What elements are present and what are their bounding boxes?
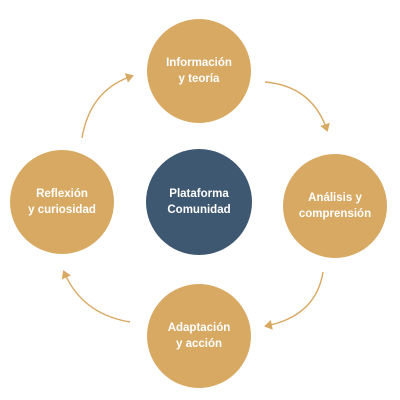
- center-node-label: Plataforma Comunidad: [167, 188, 231, 216]
- node-reflection-curiosity: Reflexión y curiosidad: [10, 150, 114, 254]
- node-analysis-comprehension-label: Análisis y comprensión: [298, 192, 372, 220]
- node-information-theory: Información y teoría: [147, 19, 251, 123]
- arrow-bottom-to-left: [61, 270, 131, 323]
- arrow-top-to-right: [264, 81, 330, 132]
- arrow-right-to-bottom: [264, 271, 324, 330]
- center-node-platform-community: Plataforma Comunidad: [146, 149, 252, 255]
- node-reflection-curiosity-label: Reflexión y curiosidad: [28, 188, 96, 216]
- node-analysis-comprehension: Análisis y comprensión: [283, 154, 387, 258]
- arrow-left-to-top: [81, 73, 134, 139]
- node-adaptation-action-label: Adaptación y acción: [167, 322, 231, 350]
- node-information-theory-label: Información y teoría: [166, 57, 232, 85]
- node-adaptation-action: Adaptación y acción: [147, 284, 251, 388]
